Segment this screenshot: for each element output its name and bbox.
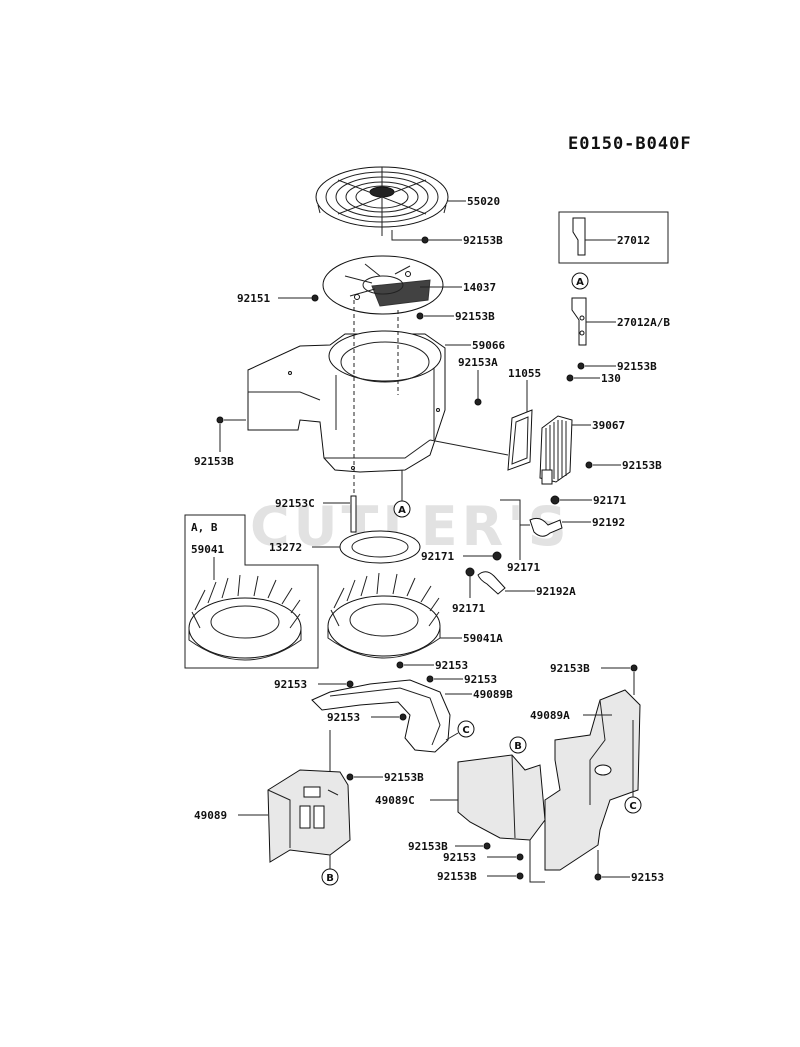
- svg-text:C: C: [629, 801, 636, 812]
- bolt-92153B-plate[interactable]: [416, 312, 424, 320]
- bolt-92153-5[interactable]: [516, 853, 524, 861]
- baffle-49089A[interactable]: [544, 689, 641, 871]
- label-92171-2: 92171: [421, 550, 454, 563]
- blower-housing-59066[interactable]: [247, 300, 446, 500]
- label-11055: 11055: [508, 367, 541, 380]
- label-92153B-3: 92153B: [194, 455, 234, 468]
- bolt-92153-4[interactable]: [399, 713, 407, 721]
- bolt-92153B-right[interactable]: [630, 664, 638, 672]
- bolt-92153B-bracket[interactable]: [577, 362, 585, 370]
- bolt-92153B-bottom2[interactable]: [516, 872, 524, 880]
- fan-59041[interactable]: [188, 574, 302, 661]
- label-59041: 59041: [191, 543, 224, 556]
- svg-text:C: C: [462, 725, 469, 736]
- fan-guard-55020[interactable]: [315, 166, 449, 236]
- callout-A-bracket: [571, 272, 589, 290]
- cover-49089[interactable]: [267, 769, 351, 863]
- callout-B-baffle: [509, 736, 527, 754]
- label-92153B-9: 92153B: [437, 870, 477, 883]
- fan-59041A[interactable]: [327, 572, 441, 659]
- label-92153B-8: 92153B: [408, 840, 448, 853]
- label-92153-4: 92153: [327, 711, 360, 724]
- label-49089: 49089: [194, 809, 227, 822]
- bolt-92153-1[interactable]: [396, 661, 404, 669]
- svg-text:B: B: [326, 873, 334, 884]
- label-27012: 27012: [617, 234, 650, 247]
- bolt-92153B-left[interactable]: [216, 416, 224, 424]
- bolt-92153B-cover[interactable]: [346, 773, 354, 781]
- set-box-label: A, B: [191, 521, 218, 534]
- label-92192A: 92192A: [536, 585, 576, 598]
- baffle-49089B[interactable]: [311, 679, 451, 753]
- clamp-92171-4[interactable]: [465, 567, 475, 577]
- label-92192: 92192: [592, 516, 625, 529]
- stud-92153C[interactable]: [350, 495, 357, 533]
- label-55020: 55020: [467, 195, 500, 208]
- bolt-92153B-top[interactable]: [391, 230, 429, 244]
- callout-C-baffle: [457, 720, 475, 738]
- label-92153C: 92153C: [275, 497, 315, 510]
- baffle-49089C[interactable]: [457, 754, 546, 841]
- label-92153B-1: 92153B: [463, 234, 503, 247]
- label-92153-1: 92153: [435, 659, 468, 672]
- bracket-27012[interactable]: [572, 217, 586, 256]
- diagram-code: E0150-B040F: [568, 134, 692, 154]
- label-14037: 14037: [463, 281, 496, 294]
- nut-130[interactable]: [566, 374, 574, 382]
- label-130: 130: [601, 372, 621, 385]
- label-92171-3: 92171: [507, 561, 540, 574]
- gasket-11055[interactable]: [507, 409, 533, 471]
- label-92153B-2: 92153B: [455, 310, 495, 323]
- label-92153B-5: 92153B: [622, 459, 662, 472]
- label-59066: 59066: [472, 339, 505, 352]
- label-92153A: 92153A: [458, 356, 498, 369]
- label-13272: 13272: [269, 541, 302, 554]
- set-box-AB: A, B 59041: [184, 514, 319, 669]
- label-92153-6: 92153: [631, 871, 664, 884]
- bolt-92151[interactable]: [311, 294, 319, 302]
- hose-92192A[interactable]: [477, 571, 506, 595]
- clamp-92171-2[interactable]: [492, 551, 502, 561]
- label-92153-5: 92153: [443, 851, 476, 864]
- bolt-92153-2[interactable]: [426, 675, 434, 683]
- screen-plate-14037[interactable]: [322, 255, 444, 315]
- svg-text:A: A: [576, 277, 584, 288]
- label-49089C: 49089C: [375, 794, 415, 807]
- bolt-92153A[interactable]: [474, 398, 482, 406]
- bolt-92153B-cooler[interactable]: [585, 461, 593, 469]
- gasket-ring-13272[interactable]: [339, 530, 421, 564]
- label-49089B: 49089B: [473, 688, 513, 701]
- label-92171-4: 92171: [452, 602, 485, 615]
- bracket-27012AB[interactable]: [571, 297, 587, 346]
- label-92151: 92151: [237, 292, 270, 305]
- label-59041A: 59041A: [463, 632, 503, 645]
- oil-cooler-39067[interactable]: [539, 415, 573, 485]
- bracket-box-27012: [558, 211, 669, 264]
- label-27012AB: 27012A/B: [617, 316, 670, 329]
- svg-text:A: A: [398, 505, 406, 516]
- label-92171-1: 92171: [593, 494, 626, 507]
- label-39067: 39067: [592, 419, 625, 432]
- bolt-92153-6[interactable]: [594, 873, 602, 881]
- label-92153B-4: 92153B: [617, 360, 657, 373]
- bolt-92153-3[interactable]: [346, 680, 354, 688]
- hose-92192[interactable]: [529, 517, 563, 537]
- label-92153B-6: 92153B: [384, 771, 424, 784]
- bolt-92153B-bottom1[interactable]: [483, 842, 491, 850]
- clamp-92171-1[interactable]: [550, 495, 560, 505]
- label-92153-2: 92153: [464, 673, 497, 686]
- label-92153B-7: 92153B: [550, 662, 590, 675]
- label-49089A: 49089A: [530, 709, 570, 722]
- svg-text:B: B: [514, 741, 522, 752]
- label-92153-3: 92153: [274, 678, 307, 691]
